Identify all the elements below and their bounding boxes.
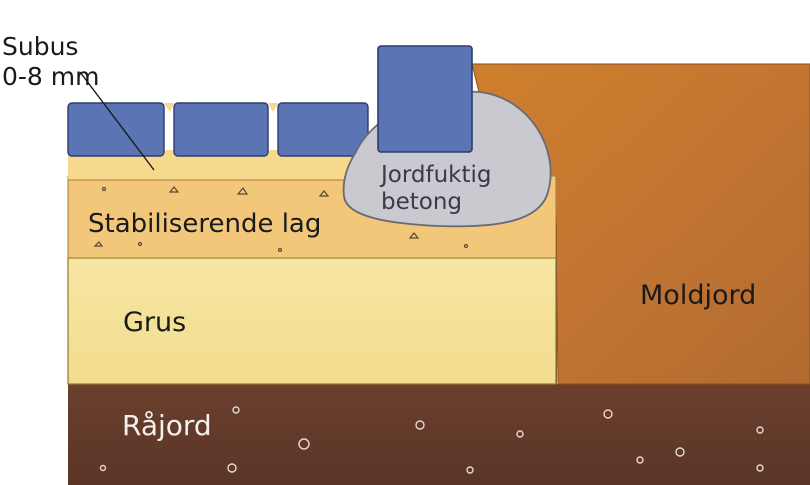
paver-3 xyxy=(277,102,369,157)
paver-joint-gaps xyxy=(164,103,278,112)
paving-stones xyxy=(67,102,369,157)
grus-layer xyxy=(67,257,557,385)
paver-1 xyxy=(67,102,165,157)
jordfuktig-label-line2: betong xyxy=(381,189,463,215)
paver-2 xyxy=(173,102,269,157)
moldjord-label: Moldjord xyxy=(640,280,757,311)
subus-leader-line xyxy=(79,71,155,171)
grus-label: Grus xyxy=(123,307,187,338)
stabiliserende-stones xyxy=(93,186,469,253)
jordfuktig-betong-label: Jordfuktig betong xyxy=(381,162,492,216)
edge-stone xyxy=(377,45,473,153)
raajord-layer xyxy=(68,384,810,485)
subus-label-line1: Subus xyxy=(2,32,79,61)
subus-label: Subus 0-8 mm xyxy=(2,32,100,92)
raajord-label: Råjord xyxy=(122,409,212,442)
jordfuktig-label-line1: Jordfuktig xyxy=(381,162,492,188)
raajord-stones xyxy=(99,406,764,474)
subus-label-line2: 0-8 mm xyxy=(2,62,100,91)
stabiliserende-lag-label: Stabiliserende lag xyxy=(88,209,322,239)
